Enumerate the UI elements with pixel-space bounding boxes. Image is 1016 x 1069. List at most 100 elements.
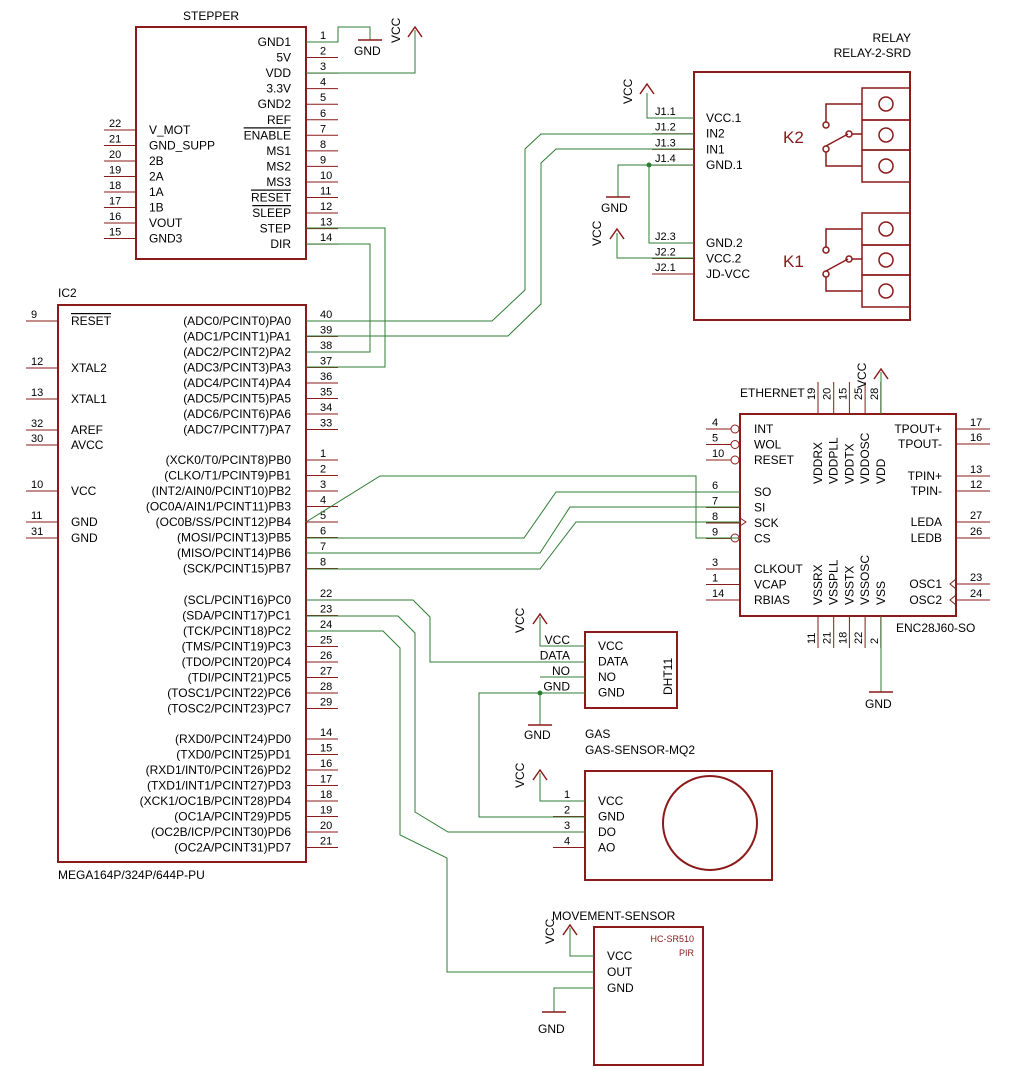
relay-value: RELAY-2-SRD	[834, 46, 912, 60]
relay-pin-1-label: IN2	[706, 127, 725, 141]
relay-pin-3-number: J1.4	[655, 153, 676, 165]
stepper-pin-11-number: 11	[320, 186, 331, 198]
mcu-pin-32-label: AREF	[71, 423, 103, 437]
mcu-pin-17-number: 17	[320, 774, 332, 786]
relay-pin-b1-number: J2.2	[655, 247, 676, 259]
vcc-stepper-label: VCC	[389, 17, 403, 43]
gas-value: GAS-SENSOR-MQ2	[585, 743, 695, 757]
eth-pin-16-number: 16	[970, 432, 982, 444]
mcu-pin-27-label: (TDI/PCINT21)PC5	[188, 671, 292, 685]
mcu-pin-35-label: (ADC5/PCINT5)PA5	[183, 392, 291, 406]
mcu-pin-18-label: (XCK1/OC1B/PCINT28)PD4	[140, 794, 292, 808]
vcc-pir-label: VCC	[543, 918, 557, 944]
vcc-dht-label: VCC	[513, 607, 527, 633]
stepper-pin-17-label: 1B	[149, 201, 164, 215]
eth-pin-10-inverter	[730, 455, 740, 465]
stepper-pin-15-label: GND3	[149, 232, 183, 246]
mcu-pin-13-label: XTAL1	[71, 392, 107, 406]
mcu-pin-29-number: 29	[320, 697, 332, 709]
stepper-pin-12-label: SLEEP	[252, 206, 291, 220]
mcu-pin-36-label: (ADC4/PCINT4)PA4	[183, 376, 291, 390]
mcu-pin-21-number: 21	[320, 836, 332, 848]
wire-step	[306, 227, 386, 368]
mcu-pin-29-label: (TOSC2/PCINT23)PC7	[167, 702, 291, 716]
stepper-pin-21-number: 21	[109, 134, 121, 146]
eth-pin-6-label: SO	[754, 485, 771, 499]
junction-dht-gnd	[537, 690, 543, 696]
wire-pir-vcc	[569, 928, 594, 957]
mcu-pin-2-number: 2	[320, 464, 326, 476]
relay-name: RELAY	[873, 31, 911, 45]
stepper-right-pins: 1GND125V3VDD43.3V5GND26REF7ENABLE8MS19MS…	[244, 30, 338, 251]
gas-pin-4-number: 4	[564, 836, 570, 848]
vcc-ethernet-arrow	[873, 367, 889, 380]
dht-pin-gnd-label: GND	[598, 686, 625, 700]
eth-pin-27-label: LEDA	[911, 515, 942, 529]
mcu-pin-24-label: (TCK/PCINT18)PC2	[183, 624, 291, 638]
eth-pin-28-label: VDD	[874, 458, 888, 484]
stepper-pin-9-label: MS2	[266, 159, 291, 173]
mcu-pin-2-label: (CLKO/T1/PCINT9)PB1	[164, 469, 291, 483]
stepper-driver: STEPPER 1GND125V3VDD43.3V5GND26REF7ENABL…	[104, 9, 338, 260]
wire-in1	[306, 148, 694, 337]
vcc-gas-arrow	[532, 768, 548, 781]
eth-pin-9-label: CS	[754, 532, 771, 546]
eth-pin-11-number: 11	[806, 633, 818, 644]
dht-net-data: DATA	[540, 649, 570, 663]
eth-pin-3-label: CLKOUT	[754, 562, 803, 576]
mcu-pin-35-number: 35	[320, 387, 332, 399]
mcu-value: MEGA164P/324P/644P-PU	[58, 868, 205, 882]
relay-pin-b0-number: J2.3	[655, 231, 676, 243]
relay-k1-terminals	[861, 212, 911, 308]
wire-mosi-so	[306, 491, 740, 539]
gas-pin-1-label: VCC	[598, 794, 624, 808]
mcu-pin-5-number: 5	[320, 510, 326, 522]
mcu-pin-28-label: (TOSC1/PCINT22)PC6	[167, 686, 291, 700]
mcu-pin-4-number: 4	[320, 495, 326, 507]
eth-pin-1-label: VCAP	[754, 578, 787, 592]
eth-pin-23-arrow	[949, 578, 957, 590]
relay-pin-2-number: J1.3	[655, 137, 676, 149]
mcu-body	[57, 304, 307, 863]
wire-gas-gnd	[478, 692, 585, 818]
gas-pin-4-label: AO	[598, 841, 615, 855]
wire-dht-gnd	[539, 692, 585, 725]
mcu-pin-30-label: AVCC	[71, 438, 104, 452]
eth-pin-5-inverter	[730, 440, 740, 449]
pir-body	[593, 926, 704, 1066]
gnd-dht-label: GND	[524, 728, 551, 742]
stepper-pin-3-label: VDD	[266, 66, 292, 80]
stepper-pin-13-label: STEP	[260, 222, 291, 236]
eth-pin-1-number: 1	[712, 573, 718, 585]
relay-pin-1-number: J1.2	[655, 122, 676, 134]
relay-pin-2-label: IN1	[706, 142, 725, 156]
dht11-body	[584, 631, 678, 709]
mcu-pin-15-number: 15	[320, 743, 332, 755]
mcu-pin-6-number: 6	[320, 526, 326, 538]
gas-body	[584, 770, 773, 881]
eth-pin-8-label: SCK	[754, 516, 779, 530]
vcc-dht-arrow	[532, 612, 548, 625]
wire-relay-gnd1	[617, 164, 694, 197]
mcu-pin-10-label: VCC	[71, 484, 97, 498]
eth-pin-28-number: 28	[869, 388, 881, 400]
eth-pin-7-number: 7	[712, 496, 718, 508]
ethernet-right-pins: 17TPOUT+16TPOUT-13TPIN+12TPIN-27LEDA26LE…	[894, 417, 990, 607]
eth-pin-25-label: VDDOSC	[858, 432, 872, 484]
mcu-pin-24-number: 24	[320, 619, 332, 631]
gas-pin-3-label: DO	[598, 825, 616, 839]
wires	[305, 26, 882, 1012]
mcu-pin-8-number: 8	[320, 557, 326, 569]
mcu-pin-10-number: 10	[31, 479, 43, 491]
stepper-pin-21-label: GND_SUPP	[149, 139, 215, 153]
mcu-pin-40-label: (ADC0/PCINT0)PA0	[183, 314, 291, 328]
wire-relay-vcc1	[646, 93, 694, 119]
